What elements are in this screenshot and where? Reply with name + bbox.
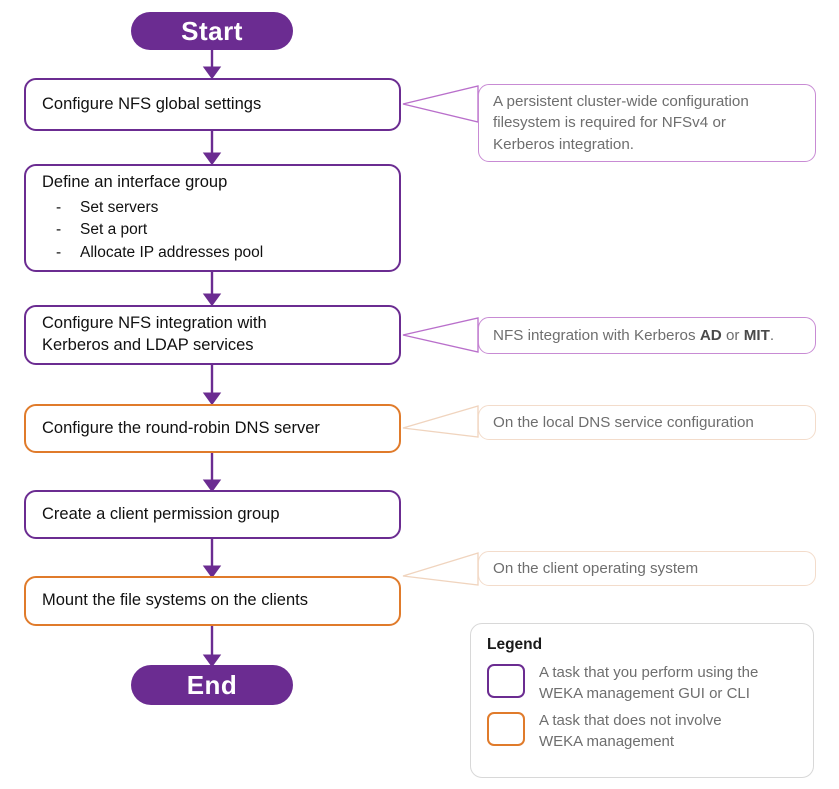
legend-swatch-purple-icon [487,664,525,698]
legend-panel: Legend A task that you perform using the… [470,623,814,778]
step-sub-list: Set servers Set a port Allocate IP addre… [42,197,383,265]
note-text: On the client operating system [493,559,699,577]
step-configure-nfs-integration[interactable]: Configure NFS integration with Kerberos … [24,305,401,365]
step-title-line-2: Kerberos and LDAP services [42,336,254,354]
legend-line-1: A task that you perform using the [539,664,759,681]
legend-line-2: WEKA management GUI or CLI [539,684,750,702]
list-item: Set a port [42,219,383,242]
step-mount-file-systems[interactable]: Mount the file systems on the clients [24,576,401,626]
terminator-start: Start [131,12,293,50]
note-line-3: Kerberos integration. [493,135,634,153]
note-line-1: A persistent cluster-wide configuration [493,92,749,110]
step-title: Configure NFS global settings [42,94,262,113]
step-configure-nfs-global-settings[interactable]: Configure NFS global settings [24,78,401,131]
note-line-2: filesystem is required for NFSv4 or [493,114,726,132]
note-kerberos-ad-mit: NFS integration with Kerberos AD or MIT. [478,317,816,354]
legend-title: Legend [487,636,543,653]
legend-line-2: WEKA management [539,733,675,751]
legend-item-weka: A task that you perform using the WEKA m… [487,662,797,704]
legend-item-external: A task that does not involve WEKA manage… [487,710,797,752]
step-configure-round-robin-dns[interactable]: Configure the round-robin DNS server [24,404,401,453]
legend-item-label: A task that does not involve WEKA manage… [539,710,722,752]
step-title: Mount the file systems on the clients [42,591,308,610]
note-client-os: On the client operating system [478,551,816,586]
list-item: Set servers [42,197,383,220]
note-local-dns: On the local DNS service configuration [478,405,816,440]
step-title: Configure the round-robin DNS server [42,418,320,437]
note-persistent-cluster: A persistent cluster-wide configuration … [478,84,816,162]
step-define-an-interface-group[interactable]: Define an interface group Set servers Se… [24,164,401,272]
legend-item-label: A task that you perform using the WEKA m… [539,662,758,704]
step-title: Create a client permission group [42,504,280,523]
list-item: Allocate IP addresses pool [42,242,383,265]
step-title-line-1: Configure NFS integration with [42,314,267,333]
legend-line-1: A task that does not involve [539,712,722,730]
step-title: Define an interface group [42,172,228,191]
note-bold-ad: AD [699,326,722,344]
terminator-end: End [131,665,293,705]
step-create-client-permission-group[interactable]: Create a client permission group [24,490,401,539]
note-bold-mit: MIT [743,326,770,344]
note-text: On the local DNS service configuration [493,413,754,431]
legend-swatch-orange-icon [487,712,525,747]
note-text: NFS integration with Kerberos AD or MIT. [493,326,775,344]
